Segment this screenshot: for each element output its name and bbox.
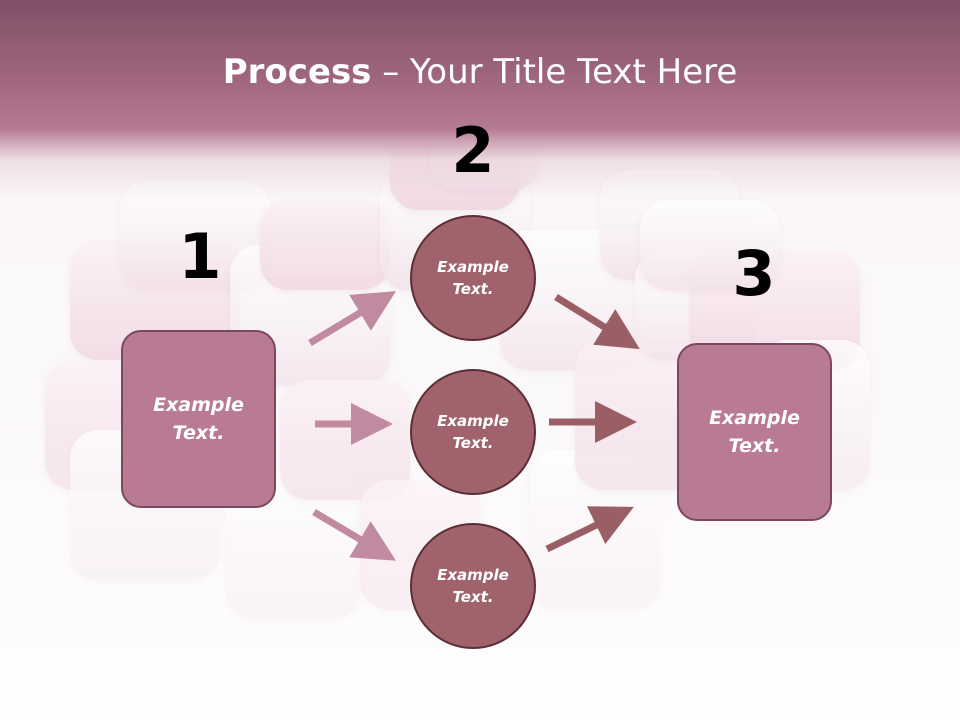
step-number-3: 3 [732, 237, 776, 310]
arrow-left-to-bottom [312, 508, 397, 561]
title-rest: – Your Title Text Here [371, 52, 738, 92]
right-box-line2: Text. [728, 435, 781, 457]
arrow-top-to-right [554, 294, 640, 350]
step-number-2: 2 [451, 114, 495, 187]
step-number-1: 1 [178, 220, 222, 293]
arrow-bottom-to-right [545, 506, 634, 553]
circle-top-line2: Text. [452, 280, 494, 298]
left-box-line2: Text. [172, 422, 225, 444]
circle-bottom-line2: Text. [452, 588, 494, 606]
right-box-line1: Example [709, 406, 800, 429]
circle-middle-line1: Example [437, 411, 509, 430]
title-bold: Process [222, 52, 372, 92]
title-band [0, 0, 960, 200]
circle-bottom-line1: Example [437, 565, 509, 584]
circle-middle-line2: Text. [452, 434, 494, 452]
left-box-line1: Example [153, 393, 244, 416]
arrow-left-to-top [308, 291, 396, 346]
slide-title: Process – Your Title Text Here [0, 52, 960, 92]
circle-top-line1: Example [437, 257, 509, 276]
